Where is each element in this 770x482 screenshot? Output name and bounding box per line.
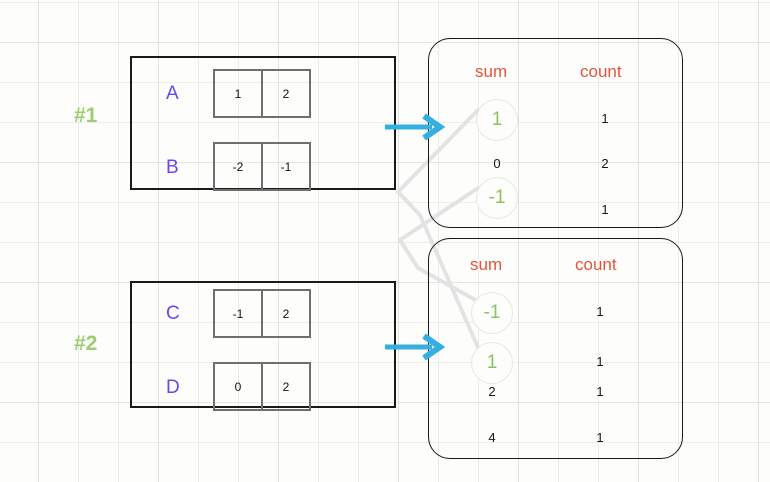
panel-2-sum-3: 4 [488,430,496,445]
row-letter-c: C [166,303,180,324]
panel-2-count-2: 1 [596,384,604,399]
row-letter-d: D [166,377,180,398]
panel-1-count-1: 2 [601,156,609,171]
panel-1-sum-1: 0 [493,156,501,171]
cell-b-1: -1 [261,142,311,191]
panel-2-count-0: 1 [596,304,604,319]
panel-1-count-0: 1 [601,111,609,126]
cell-d-0: 0 [213,362,263,411]
result-panel-2 [428,238,683,459]
panel-1-sum-0: 1 [476,99,518,141]
panel-1-header-count: count [580,62,622,81]
panel-1-header-sum: sum [475,62,508,81]
group-label-1: #1 [74,104,98,127]
cell-c-0: -1 [213,289,263,338]
panel-2-sum-1: 1 [471,342,513,384]
cell-a-1: 2 [261,69,311,118]
cell-pair-c: -1 2 [213,289,311,338]
cell-c-1: 2 [261,289,311,338]
result-panel-1 [428,38,683,228]
cell-d-1: 2 [261,362,311,411]
cell-pair-a: 1 2 [213,69,311,118]
panel-1-count-2: 1 [601,202,609,217]
panel-2-count-1: 1 [596,354,604,369]
cell-pair-d: 0 2 [213,362,311,411]
row-letter-b: B [166,157,179,178]
cell-a-0: 1 [213,69,263,118]
group-label-2: #2 [74,332,98,355]
panel-2-header-count: count [575,255,617,274]
cell-b-0: -2 [213,142,263,191]
panel-1-sum-2: -1 [476,177,518,219]
row-letter-a: A [166,83,179,104]
panel-2-count-3: 1 [596,430,604,445]
panel-2-sum-0: -1 [471,292,513,334]
panel-2-header-sum: sum [470,255,503,274]
cell-pair-b: -2 -1 [213,142,311,191]
panel-2-sum-2: 2 [488,384,496,399]
